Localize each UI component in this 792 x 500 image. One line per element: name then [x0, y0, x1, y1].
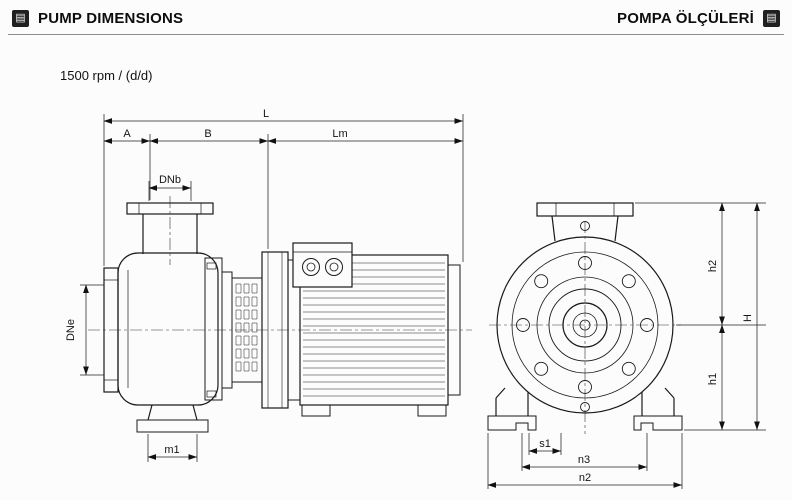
motor-foot-rear [417, 404, 447, 417]
front-foot-left [487, 387, 537, 431]
header-divider [8, 34, 784, 35]
catalog-icon: ▤ [763, 9, 780, 27]
motor [287, 242, 461, 417]
dim-label-L: L [263, 108, 269, 120]
dim-label-n2: n2 [579, 472, 591, 484]
dim-label-DNe: DNe [65, 319, 77, 341]
pump-foot [136, 404, 209, 433]
pump-technical-drawing: L A B Lm DNb DNe m1 h2 h1 H s1 n3 n2 [65, 108, 766, 489]
motor-foot-front [301, 404, 331, 417]
dim-label-n3: n3 [578, 454, 590, 466]
header-right: POMPA ÖLÇÜLERİ ▤ [617, 9, 780, 27]
front-view-centerlines [489, 221, 681, 434]
speed-label: 1500 rpm / (d/d) [60, 68, 153, 83]
motor-fins [303, 262, 445, 397]
terminal-box [292, 242, 353, 288]
dim-label-A: A [123, 128, 131, 140]
header: ▤ PUMP DIMENSIONS POMPA ÖLÇÜLERİ ▤ [12, 6, 780, 30]
header-left: ▤ PUMP DIMENSIONS [12, 9, 184, 27]
dimension-lines [80, 114, 766, 489]
dim-label-h2: h2 [707, 260, 719, 272]
dim-label-H: H [742, 314, 754, 322]
catalog-icon: ▤ [12, 9, 29, 27]
volute-casing [117, 252, 219, 406]
page-title-turkish: POMPA ÖLÇÜLERİ [617, 9, 754, 27]
page-title-english: PUMP DIMENSIONS [38, 9, 184, 27]
dim-label-DNb: DNb [159, 174, 181, 186]
dimension-labels: L A B Lm DNb DNe m1 h2 h1 H s1 n3 n2 [65, 108, 754, 484]
dim-label-Lm: Lm [332, 128, 347, 140]
dim-label-m1: m1 [164, 444, 179, 456]
dim-label-s1: s1 [539, 438, 551, 450]
pump-side-view [103, 202, 461, 433]
dim-label-h1: h1 [707, 373, 719, 385]
side-view-centerlines [88, 196, 472, 331]
dim-label-B: B [204, 128, 211, 140]
front-foot-right [633, 387, 683, 431]
